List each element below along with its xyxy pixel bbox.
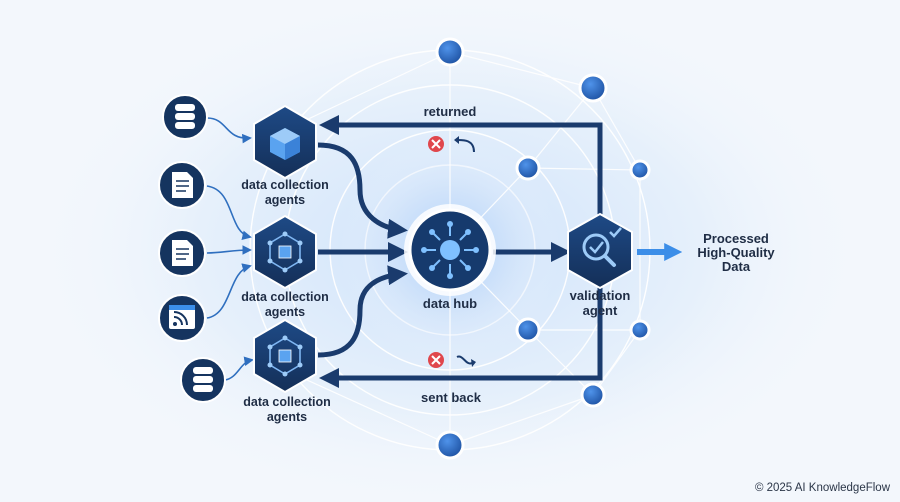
sent-back-label: sent back <box>421 390 481 405</box>
agent1-to-hub-arrow <box>317 142 408 239</box>
data-hub-label: data hub <box>422 296 478 311</box>
collection-agent-node-3 <box>253 318 317 394</box>
reject-x-icon <box>428 352 444 368</box>
source-rss-feed-icon <box>158 294 206 342</box>
processed-data-label: Processed High-Quality Data <box>697 231 775 274</box>
returned-flow-arrow <box>319 115 603 222</box>
reject-x-icon <box>428 136 444 152</box>
source-document-icon <box>158 161 206 209</box>
copyright-footer: © 2025 AI KnowledgeFlow <box>754 482 890 494</box>
sent-back-arrow-icon <box>456 355 476 367</box>
collection-agent-label-2: data collection agents <box>241 290 329 319</box>
return-arrow-icon <box>454 136 475 153</box>
source-document-icon <box>158 229 206 277</box>
validation-agent-label: validation agent <box>569 288 631 318</box>
source-connectors <box>206 117 254 381</box>
source-database-icon <box>162 94 208 140</box>
collection-agent-label-1: data collection agents <box>241 178 329 207</box>
returned-label: returned <box>423 104 477 119</box>
sent-back-flow-arrow <box>319 280 603 388</box>
network-mesh <box>284 51 641 446</box>
agent3-to-hub-arrow <box>317 265 408 358</box>
data-hub-node <box>404 204 496 296</box>
network-nodes <box>435 37 651 460</box>
collection-agent-node-1 <box>253 104 317 180</box>
collection-agent-node-2 <box>253 214 317 290</box>
source-database-icon <box>180 357 226 403</box>
collection-agent-label-3: data collection agents <box>243 395 331 424</box>
validation-agent-node <box>567 212 633 290</box>
